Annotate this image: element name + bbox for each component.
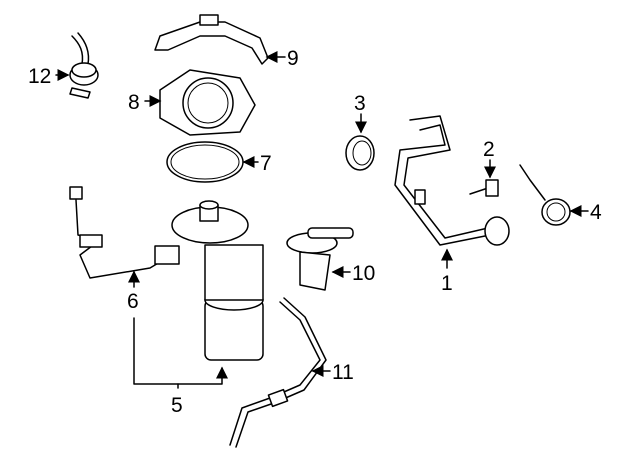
callout-9: 9 <box>265 47 299 70</box>
callout-label: 6 <box>127 290 139 313</box>
callout-11: 11 <box>311 361 354 384</box>
part-fuel-cap <box>519 164 571 226</box>
callout-4: 4 <box>569 201 602 224</box>
callout-8: 8 <box>128 91 162 114</box>
callout-1: 1 <box>441 248 453 295</box>
part-grommet <box>69 32 99 99</box>
part-bolt <box>469 179 499 197</box>
part-fuel-pump-module <box>171 200 264 361</box>
part-bracket <box>154 14 269 65</box>
callout-label: 9 <box>287 47 299 70</box>
part-wiring-harness <box>69 186 180 279</box>
callout-12: 12 <box>28 65 70 88</box>
part-seal-ring <box>345 135 375 171</box>
callout-6: 6 <box>127 270 140 313</box>
part-filler-pipe <box>394 115 510 246</box>
callout-label: 3 <box>354 92 366 115</box>
callout-label: 11 <box>332 361 354 384</box>
callout-2: 2 <box>483 138 496 179</box>
callout-label: 2 <box>483 138 495 161</box>
callout-3: 3 <box>354 92 367 134</box>
callout-7: 7 <box>242 152 272 175</box>
callout-label: 4 <box>590 201 602 224</box>
callout-label: 10 <box>352 262 375 285</box>
callout-label: 8 <box>128 91 140 114</box>
part-fuel-line <box>229 297 327 448</box>
part-sender-unit <box>286 227 354 291</box>
callout-label: 5 <box>171 394 183 417</box>
part-o-ring <box>166 141 244 183</box>
callout-label: 12 <box>28 65 51 88</box>
part-gasket <box>159 69 256 136</box>
callout-label: 1 <box>441 272 453 295</box>
callout-5: 5 <box>133 317 228 417</box>
callout-label: 7 <box>260 152 272 175</box>
callout-10: 10 <box>331 262 375 285</box>
